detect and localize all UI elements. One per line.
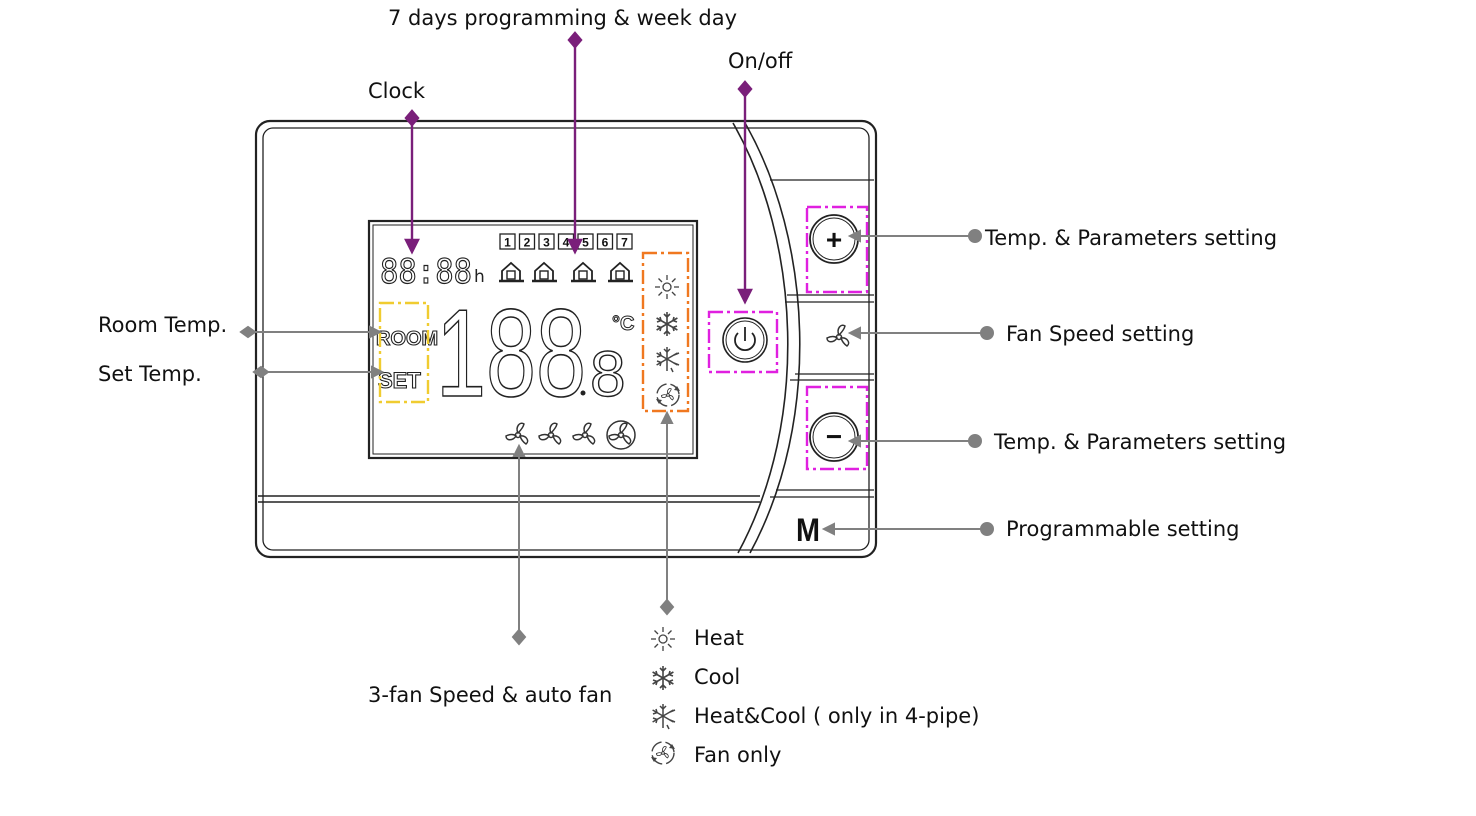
cool-icon — [651, 665, 675, 691]
room-set-highlight — [378, 301, 430, 404]
set-temp-pointer — [252, 365, 385, 379]
power-button-highlight — [707, 310, 779, 374]
fan-speed-setting-label: Fan Speed setting — [1006, 322, 1194, 346]
room-temp-label: Room Temp. — [98, 313, 227, 337]
plus-button-highlight — [805, 205, 869, 294]
lcd-temperature-decimal: 8 — [590, 338, 626, 410]
weekday-number: 6 — [602, 236, 609, 250]
room-temp-pointer — [239, 325, 383, 339]
programmable-setting-label: Programmable setting — [1006, 517, 1240, 541]
minus-button-highlight — [805, 385, 869, 471]
fan-auto-pointer — [511, 443, 527, 646]
lcd-fan-speed-2-icon — [538, 422, 562, 445]
thermostat-body — [254, 119, 878, 559]
minus-icon: − — [826, 421, 842, 452]
legend-heat-label: Heat — [694, 626, 744, 650]
program-period-1-icon — [497, 261, 526, 283]
plus-pointer — [847, 229, 982, 243]
lcd-heat-cool-icon — [655, 346, 680, 373]
legend-heat-cool-label: Heat&Cool ( only in 4-pipe) — [694, 704, 979, 728]
weekday-box-2: 2 — [518, 233, 536, 250]
program-period-icons — [497, 261, 635, 283]
lcd-decimal-point — [580, 390, 586, 396]
weekday-number: 1 — [504, 236, 511, 250]
lcd-clock-unit: h — [474, 267, 485, 287]
weekday-number: 5 — [582, 236, 589, 250]
lcd-fan-speed-1-icon — [505, 422, 529, 445]
lcd-fan-auto-icon — [606, 420, 636, 450]
on-off-label: On/off — [728, 49, 793, 73]
weekday-box-6: 6 — [596, 233, 614, 250]
weekday-box-7: 7 — [616, 233, 633, 250]
legend-fan-only-label: Fan only — [694, 743, 781, 767]
lcd-temperature-digits: 188 — [436, 285, 586, 423]
mode-pointer — [659, 410, 675, 616]
weekday-number: 3 — [543, 236, 550, 250]
weekday-number: 4 — [563, 236, 570, 250]
minus-pointer — [847, 434, 982, 448]
programmable-pointer — [821, 522, 994, 536]
lcd-clock-digits: 88:88 — [380, 252, 472, 292]
week-programming-label: 7 days programming & week day — [388, 6, 737, 30]
legend-fan-only: Fan only — [651, 742, 781, 767]
program-period-2-icon — [530, 261, 559, 283]
set-temp-label: Set Temp. — [98, 362, 202, 386]
power-icon — [734, 332, 756, 352]
weekday-box-3: 3 — [538, 233, 555, 250]
lcd-fan-speed-3-icon — [572, 422, 596, 445]
weekday-box-1: 1 — [499, 233, 516, 250]
on-off-pointer — [737, 80, 753, 305]
minus-setting-label: Temp. & Parameters setting — [993, 430, 1286, 454]
weekday-number: 2 — [524, 236, 531, 250]
weekday-number: 7 — [621, 236, 628, 250]
fan-speed-pointer — [847, 326, 994, 340]
lcd-cool-icon — [655, 311, 679, 337]
mode-button[interactable]: M — [796, 512, 820, 548]
heat-cool-icon — [651, 703, 676, 730]
power-button[interactable] — [722, 317, 768, 363]
clock-pointer — [404, 109, 420, 255]
minus-button[interactable]: − — [809, 412, 859, 462]
fan-speed-button[interactable] — [826, 324, 850, 347]
lcd-temperature-unit: °C — [612, 313, 634, 335]
legend-heat: Heat — [650, 626, 744, 652]
legend-cool-label: Cool — [694, 665, 740, 689]
mode-icons-highlight — [641, 251, 690, 413]
lcd-fan-only-icon — [656, 384, 680, 406]
fan-only-icon — [651, 742, 675, 764]
heat-icon — [650, 626, 676, 652]
clock-label: Clock — [368, 79, 426, 103]
plus-icon: + — [826, 224, 842, 255]
plus-setting-label: Temp. & Parameters setting — [984, 226, 1277, 250]
fan-speed-auto-label: 3-fan Speed & auto fan — [368, 683, 612, 707]
weekday-pointer — [567, 31, 583, 255]
lcd-screen — [367, 219, 699, 460]
lcd-room-label: ROOM — [376, 328, 438, 350]
legend-heat-cool: Heat&Cool ( only in 4-pipe) — [651, 703, 979, 730]
lcd-set-label: SET — [378, 368, 421, 393]
legend-cool: Cool — [651, 665, 740, 691]
plus-button[interactable]: + — [809, 214, 859, 264]
program-period-4-icon — [606, 261, 635, 283]
fan-icon — [826, 324, 850, 347]
program-period-3-icon — [569, 261, 598, 283]
mode-legend: Heat Cool Heat&Cool ( only in 4-pipe) Fa… — [651, 626, 979, 767]
lcd-heat-icon — [654, 274, 680, 300]
